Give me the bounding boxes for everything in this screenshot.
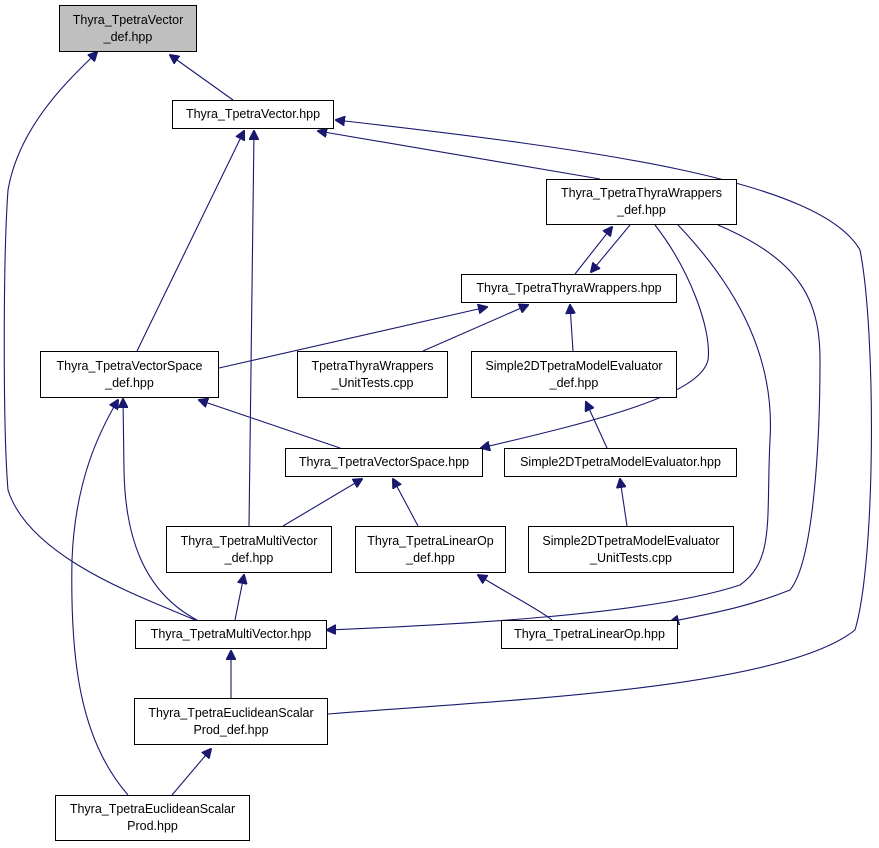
edge-thyra-wrappers-def-to-vector [318,131,601,180]
node-wrappers-unit-tests[interactable]: TpetraThyraWrappers _UnitTests.cpp [297,351,448,398]
edge-model-evaluator-to-model-evaluator-def [586,402,608,449]
edge-multivector-to-multivector-def [234,575,244,621]
edge-vector-to-vector-def [170,55,234,101]
edge-thyra-wrappers-def-to-linear-op [670,224,821,622]
edge-linear-op-def-to-vector-space [393,479,419,527]
node-vector-space[interactable]: Thyra_TpetraVectorSpace.hpp [285,448,483,477]
edge-multivector-to-vector-def [3,52,196,621]
edge-model-evaluator-tests-to-model-evaluator [620,479,628,527]
node-vector-def: Thyra_TpetraVector _def.hpp [59,5,197,52]
edge-euclidean-def-to-vector [327,120,872,715]
node-model-evaluator-def[interactable]: Simple2DTpetraModelEvaluator _def.hpp [471,351,677,398]
node-euclidean[interactable]: Thyra_TpetraEuclideanScalar Prod.hpp [55,795,250,841]
edge-thyra-wrappers-def-to-thyra-wrappers [591,224,631,272]
edge-vector-space-def-to-vector [136,131,244,352]
edge-euclidean-to-vector-space-def [71,400,129,796]
node-model-evaluator-tests[interactable]: Simple2DTpetraModelEvaluator _UnitTests.… [528,526,734,573]
edge-multivector-to-vector-space-def [123,399,198,621]
edge-multivector-def-to-vector [248,131,254,527]
node-model-evaluator[interactable]: Simple2DTpetraModelEvaluator.hpp [504,448,737,477]
edge-model-evaluator-def-to-thyra-wrappers [570,305,573,352]
edges [3,52,872,796]
edge-euclidean-to-euclidean-def [171,749,211,796]
node-thyra-wrappers[interactable]: Thyra_TpetraThyraWrappers.hpp [461,274,677,303]
node-vector[interactable]: Thyra_TpetraVector.hpp [172,100,334,129]
edge-thyra-wrappers-def-to-vector-space [481,224,710,448]
node-multivector[interactable]: Thyra_TpetraMultiVector.hpp [135,620,327,649]
node-multivector-def[interactable]: Thyra_TpetraMultiVector _def.hpp [166,526,332,573]
edge-vector-space-def-to-thyra-wrappers [218,307,487,369]
node-vector-space-def[interactable]: Thyra_TpetraVectorSpace _def.hpp [40,351,219,398]
edge-thyra-wrappers-def-to-multivector [327,224,772,630]
node-linear-op[interactable]: Thyra_TpetraLinearOp.hpp [501,620,678,649]
edge-multivector-def-to-vector-space [282,479,362,527]
node-thyra-wrappers-def[interactable]: Thyra_TpetraThyraWrappers _def.hpp [546,179,737,225]
node-euclidean-def[interactable]: Thyra_TpetraEuclideanScalar Prod_def.hpp [134,698,328,745]
edge-thyra-wrappers-to-thyra-wrappers-def [574,227,612,275]
edge-vector-space-to-vector-space-def [199,400,341,449]
edge-linear-op-to-linear-op-def [478,575,553,621]
node-linear-op-def[interactable]: Thyra_TpetraLinearOp _def.hpp [355,526,506,573]
edge-wrappers-unit-tests-to-thyra-wrappers [422,305,528,352]
